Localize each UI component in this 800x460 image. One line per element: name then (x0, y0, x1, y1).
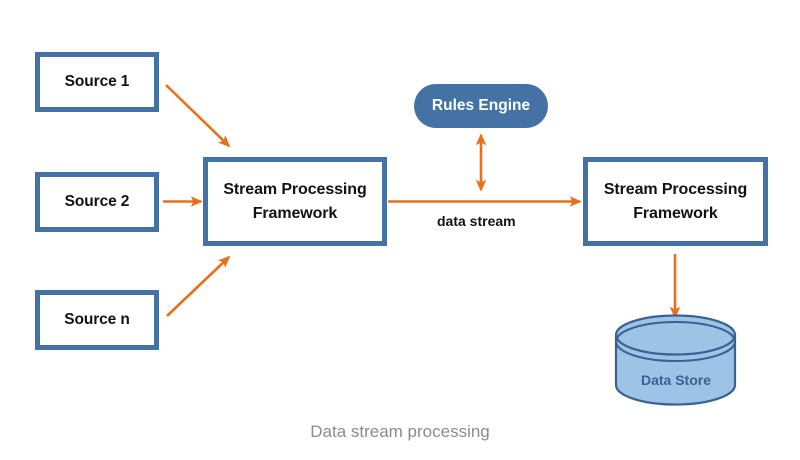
data-store-label: Data Store (640, 372, 712, 388)
arrow-source1-to-spf-left (165, 84, 231, 148)
edge-label-data-stream: data stream (437, 213, 516, 229)
source-2-label: Source 2 (64, 193, 130, 210)
data-store-cylinder (614, 314, 737, 406)
spf-left-line1: Stream Processing (223, 181, 367, 199)
source-n-label: Source n (64, 311, 130, 328)
spf-right-line1: Stream Processing (603, 181, 748, 199)
rules-engine-label: Rules Engine (431, 97, 531, 114)
spf-right-line2: Framework (633, 204, 718, 222)
diagram-caption: Data stream processing (310, 422, 490, 441)
node-source-1[interactable]: Source 1 (35, 52, 159, 112)
node-stream-processing-framework-right[interactable]: Stream Processing Framework (583, 157, 768, 246)
node-source-n[interactable]: Source n (35, 290, 159, 350)
arrow-sourcen-to-spf-left (166, 255, 231, 317)
source-1-label: Source 1 (64, 73, 130, 90)
spf-left-line2: Framework (252, 204, 338, 222)
node-rules-engine[interactable]: Rules Engine (414, 84, 548, 128)
node-stream-processing-framework-left[interactable]: Stream Processing Framework (203, 157, 387, 246)
node-source-2[interactable]: Source 2 (35, 172, 159, 232)
